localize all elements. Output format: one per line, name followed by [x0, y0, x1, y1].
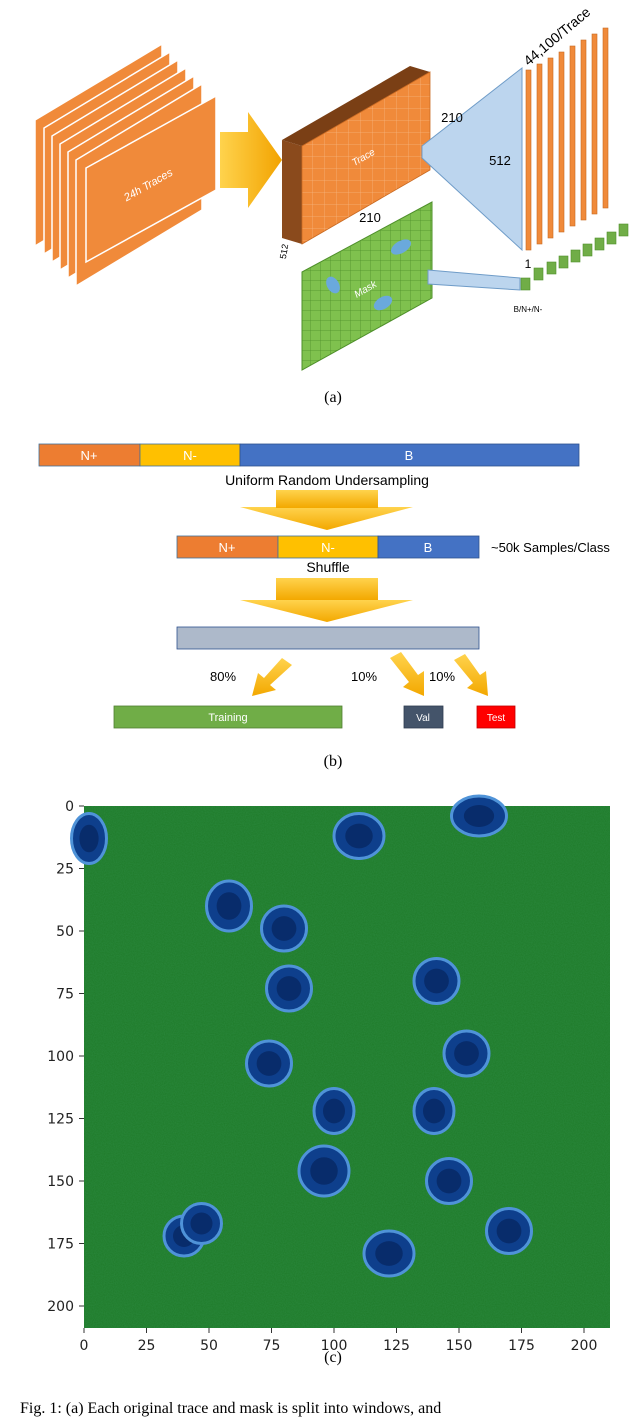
cell-core	[345, 823, 373, 849]
step-shuffle-label: Shuffle	[306, 559, 350, 575]
shuffled-bar	[176, 626, 480, 650]
bar1-n-minus: N-	[183, 448, 197, 463]
arrow-shuffle	[240, 600, 413, 622]
y-tick-label: 125	[47, 1112, 74, 1128]
cell-core	[190, 1212, 213, 1235]
dim-210-right: 210	[441, 110, 463, 125]
bar2-n-plus: N+	[219, 540, 236, 555]
pct-val: 10%	[351, 669, 377, 684]
output-mask-number: 1	[525, 257, 532, 271]
x-tick-label: 150	[446, 1338, 473, 1354]
samples-note: ~50k Samples/Class	[491, 540, 610, 555]
cell-core	[436, 1168, 462, 1194]
y-axis-ticks: 0 25 50 75 100 125 150 175 200	[47, 799, 84, 1315]
training-label: Training	[208, 712, 247, 724]
cell-core	[496, 1218, 522, 1244]
test-label: Test	[487, 713, 506, 724]
cell-core	[310, 1157, 338, 1185]
mask-connector	[427, 269, 521, 291]
class-bar-original	[38, 443, 580, 467]
step-undersampling-label: Uniform Random Undersampling	[225, 472, 429, 488]
y-tick-label: 25	[56, 862, 74, 878]
bar2-b: B	[424, 540, 433, 555]
bar1-n-plus: N+	[81, 448, 98, 463]
pct-train: 80%	[210, 669, 236, 684]
cell-core	[375, 1241, 403, 1266]
x-tick-label: 0	[80, 1338, 89, 1354]
figure-caption-fragment: Fig. 1: (a) Each original trace and mask…	[20, 1400, 441, 1417]
arrow-shuffle-shaft	[276, 578, 378, 600]
x-tick-label: 175	[508, 1338, 535, 1354]
image-noise	[84, 806, 610, 1328]
y-tick-label: 0	[65, 799, 74, 815]
dim-512-funnel: 512	[489, 153, 511, 168]
funnel	[421, 66, 523, 252]
y-tick-label: 150	[47, 1174, 74, 1190]
cell-blobs	[70, 794, 533, 1278]
split-arrows	[252, 652, 488, 696]
class-bar-balanced	[176, 535, 480, 559]
x-tick-label: 50	[200, 1338, 218, 1354]
cell-core	[323, 1098, 345, 1124]
cell-core	[463, 805, 495, 827]
cell-core	[271, 916, 297, 941]
caption-c: (c)	[324, 1349, 342, 1366]
output-trace-bars	[525, 27, 609, 251]
x-tick-label: 75	[263, 1338, 281, 1354]
panel-b: N+ N- B Uniform Random Undersampling N+ …	[38, 443, 610, 770]
trace-sheet-stack	[34, 42, 217, 288]
bar2-n-minus: N-	[321, 540, 335, 555]
val-box	[403, 705, 444, 729]
y-tick-label: 200	[47, 1299, 74, 1315]
cell-core	[256, 1051, 282, 1076]
y-tick-label: 100	[47, 1049, 74, 1065]
cell-core	[79, 824, 99, 853]
x-axis-ticks: 0 25 50 75 100 125 150 175 200	[80, 1328, 598, 1354]
y-tick-label: 75	[56, 987, 74, 1003]
pct-test: 10%	[429, 669, 455, 684]
output-mask-classes: B/N+/N-	[514, 305, 543, 314]
bar1-b: B	[405, 448, 414, 463]
dim-512-side: 512	[278, 243, 290, 260]
cell-core	[216, 892, 242, 920]
trace-block	[282, 66, 431, 245]
val-label: Val	[416, 713, 430, 724]
x-tick-label: 125	[383, 1338, 410, 1354]
mask-plane	[301, 201, 433, 371]
training-box	[113, 705, 343, 729]
cell-core	[454, 1041, 479, 1066]
panel-c: 0 25 50 75 100 125 150 175 200 0 25 50 75 100 125 150 1…	[47, 794, 610, 1366]
y-tick-label: 175	[47, 1237, 74, 1253]
cell-core	[423, 1098, 445, 1124]
dim-210-bottom: 210	[359, 210, 381, 225]
panel-a: 24h Traces Trace 210 512 210 512 44,100/…	[34, 4, 629, 406]
arrow-undersample-shaft	[276, 490, 378, 508]
y-tick-label: 50	[56, 924, 74, 940]
output-mask-squares	[520, 223, 629, 291]
cell-core	[424, 968, 449, 994]
x-tick-label: 200	[571, 1338, 598, 1354]
caption-a: (a)	[324, 389, 342, 406]
x-tick-label: 100	[321, 1338, 348, 1354]
x-tick-label: 25	[138, 1338, 156, 1354]
test-box	[476, 705, 516, 729]
arrow-traces-to-block	[220, 112, 282, 208]
cell-core	[276, 976, 302, 1001]
caption-b: (b)	[324, 753, 343, 770]
arrow-undersample	[240, 507, 413, 530]
